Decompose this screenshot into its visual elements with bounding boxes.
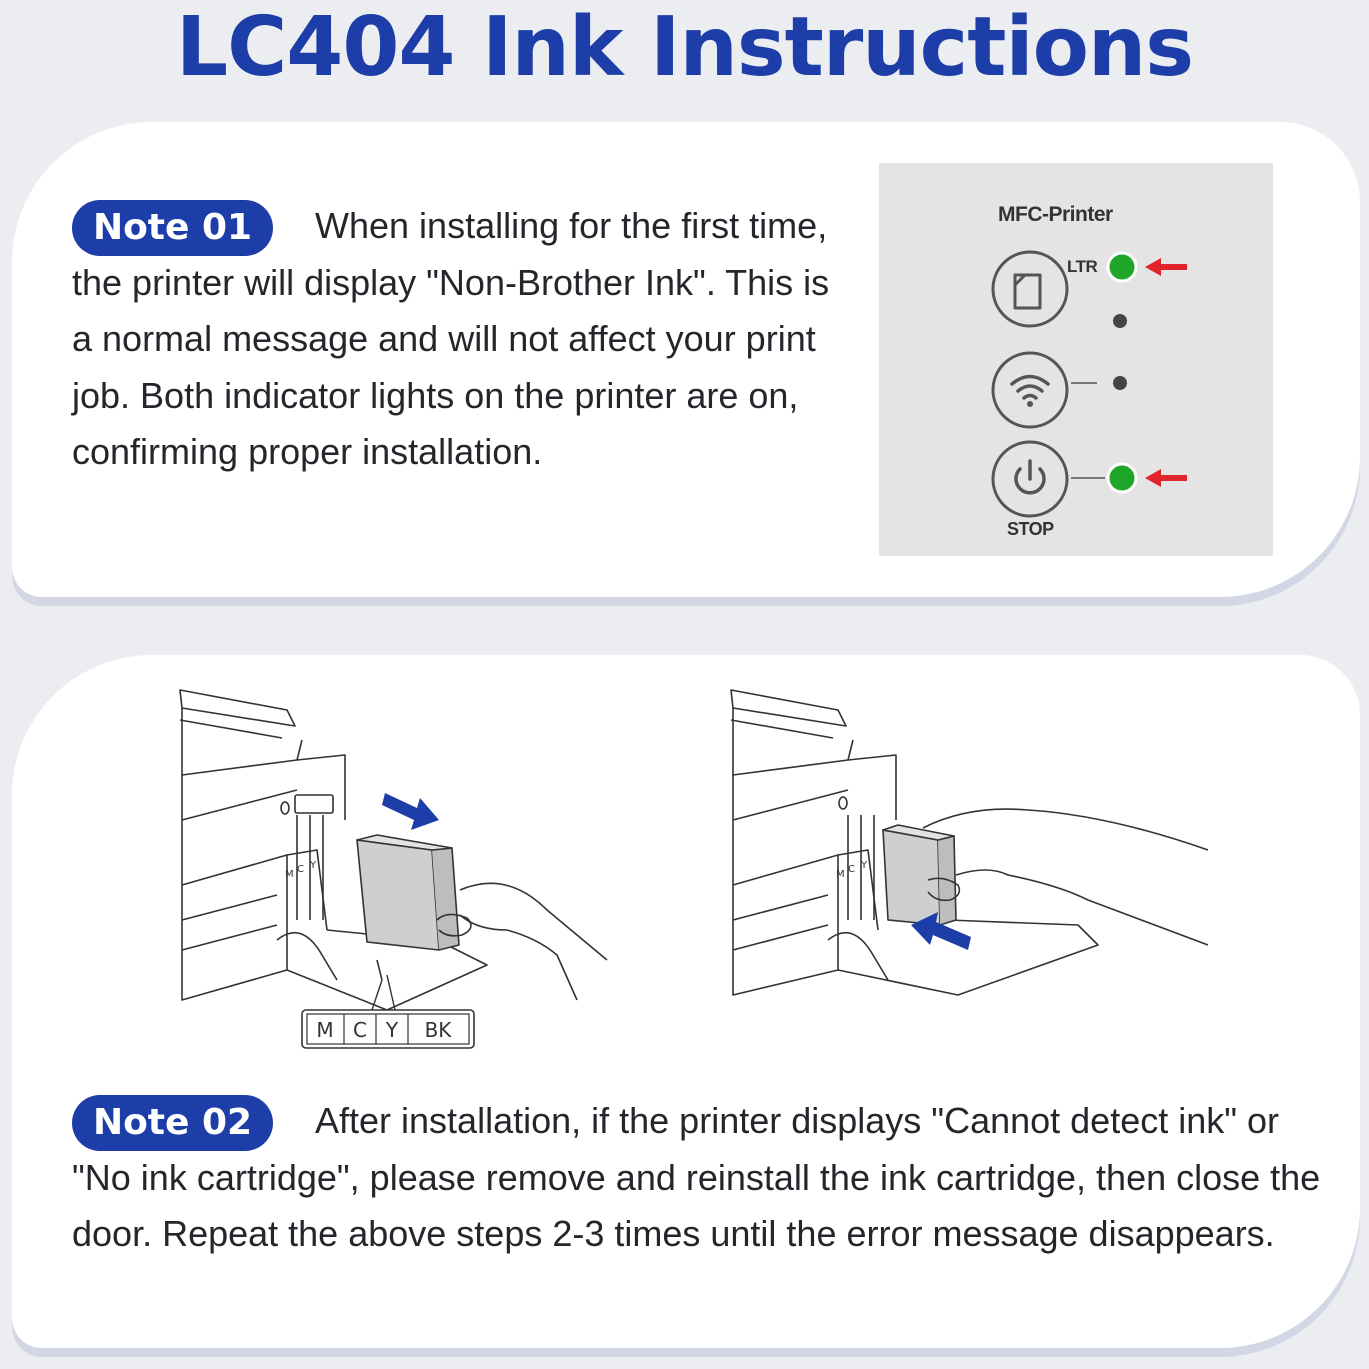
svg-text:C: C xyxy=(297,864,304,875)
note-01-badge: Note 01 xyxy=(72,200,273,256)
blue-arrow-icon xyxy=(382,793,439,830)
paper-icon xyxy=(991,250,1069,328)
slot-label-m: M xyxy=(316,1018,333,1042)
slot-label-c: C xyxy=(353,1018,367,1042)
svg-text:M: M xyxy=(836,869,845,880)
panel-model-label: MFC-Printer xyxy=(998,203,1113,226)
svg-text:Y: Y xyxy=(860,860,868,871)
svg-text:M: M xyxy=(285,869,294,880)
panel-stop-label: STOP xyxy=(1007,519,1054,539)
slot-label-y: Y xyxy=(385,1018,399,1042)
note-02-card: M C Y M C Y BK xyxy=(12,655,1360,1348)
note-01-text: When installing for the first time, the … xyxy=(72,205,830,472)
svg-text:Y: Y xyxy=(309,860,317,871)
note-02-badge: Note 02 xyxy=(72,1095,273,1151)
svg-text:C: C xyxy=(848,864,855,875)
red-arrow-icon xyxy=(1145,258,1187,276)
slot-label-bk: BK xyxy=(425,1018,453,1042)
note-02-text: After installation, if the printer displ… xyxy=(72,1100,1321,1254)
paper-led xyxy=(1106,251,1138,283)
panel-graphics xyxy=(991,250,1187,518)
panel-paper-label: LTR xyxy=(1067,257,1098,276)
power-icon xyxy=(991,440,1069,518)
status-dot xyxy=(1113,314,1127,328)
page-title: LC404 Ink Instructions xyxy=(175,0,1194,95)
wifi-icon xyxy=(991,351,1069,429)
cartridge-push-illustration: M C Y xyxy=(730,689,1208,996)
red-arrow-icon xyxy=(1145,469,1187,487)
printer-control-panel: MFC-Printer LTR STOP xyxy=(879,163,1273,556)
ink-slot-label: M C Y BK xyxy=(301,974,475,1049)
cartridge-insert-illustration: M C Y M C Y BK xyxy=(179,689,608,1049)
wifi-led xyxy=(1113,376,1127,390)
power-led xyxy=(1106,462,1138,494)
blue-arrow-icon xyxy=(911,912,971,950)
